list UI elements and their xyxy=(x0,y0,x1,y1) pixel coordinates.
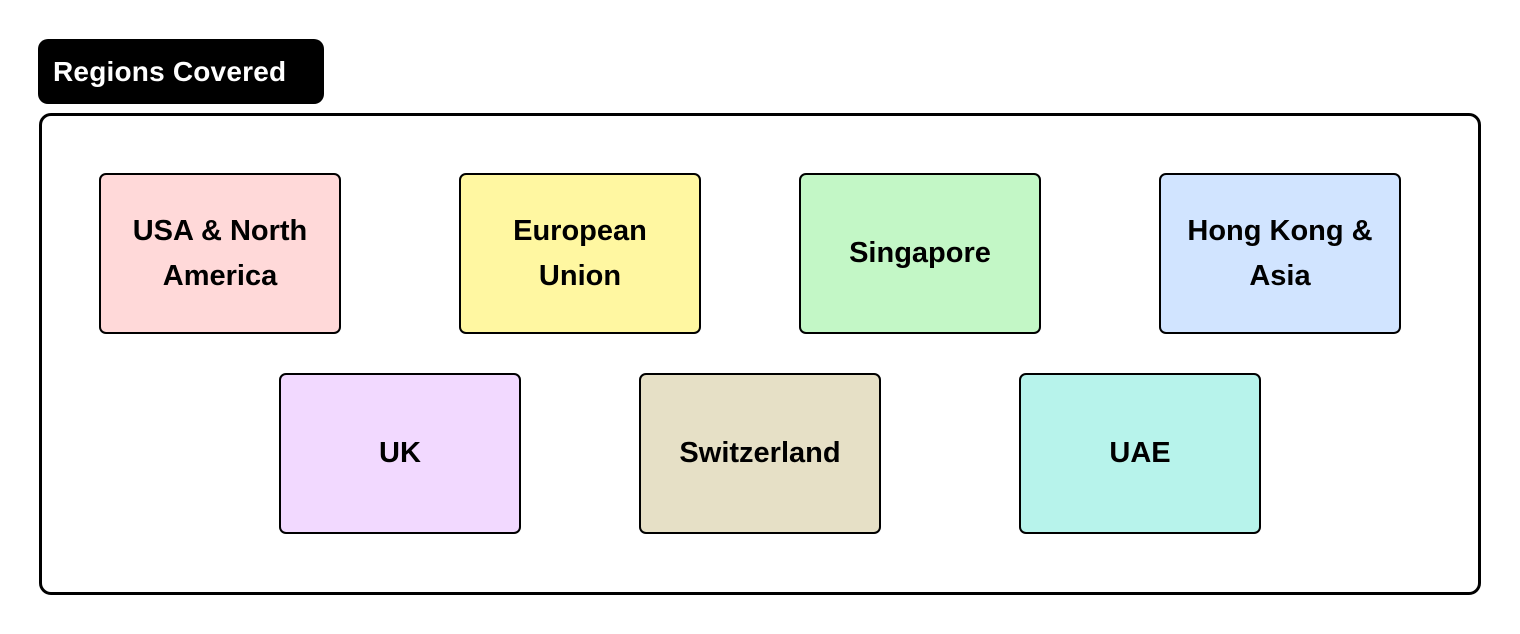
region-label: USA & North America xyxy=(132,214,308,292)
region-box-uk: UK xyxy=(279,373,521,534)
region-box-hong-kong-asia: Hong Kong & Asia xyxy=(1159,173,1401,334)
region-label: European Union xyxy=(513,214,647,292)
section-title: Regions Covered xyxy=(53,55,287,87)
region-label: Switzerland xyxy=(679,437,841,469)
region-box-usa-north-america: USA & North America xyxy=(99,173,341,334)
region-box-switzerland: Switzerland xyxy=(639,373,881,534)
region-box-uae: UAE xyxy=(1019,373,1261,534)
region-label: Singapore xyxy=(849,237,991,269)
region-label: Hong Kong & Asia xyxy=(1187,214,1373,292)
region-label: UAE xyxy=(1109,437,1171,469)
section-title-badge: Regions Covered xyxy=(38,39,324,104)
region-box-singapore: Singapore xyxy=(799,173,1041,334)
region-label: UK xyxy=(379,437,421,469)
region-box-european-union: European Union xyxy=(459,173,701,334)
